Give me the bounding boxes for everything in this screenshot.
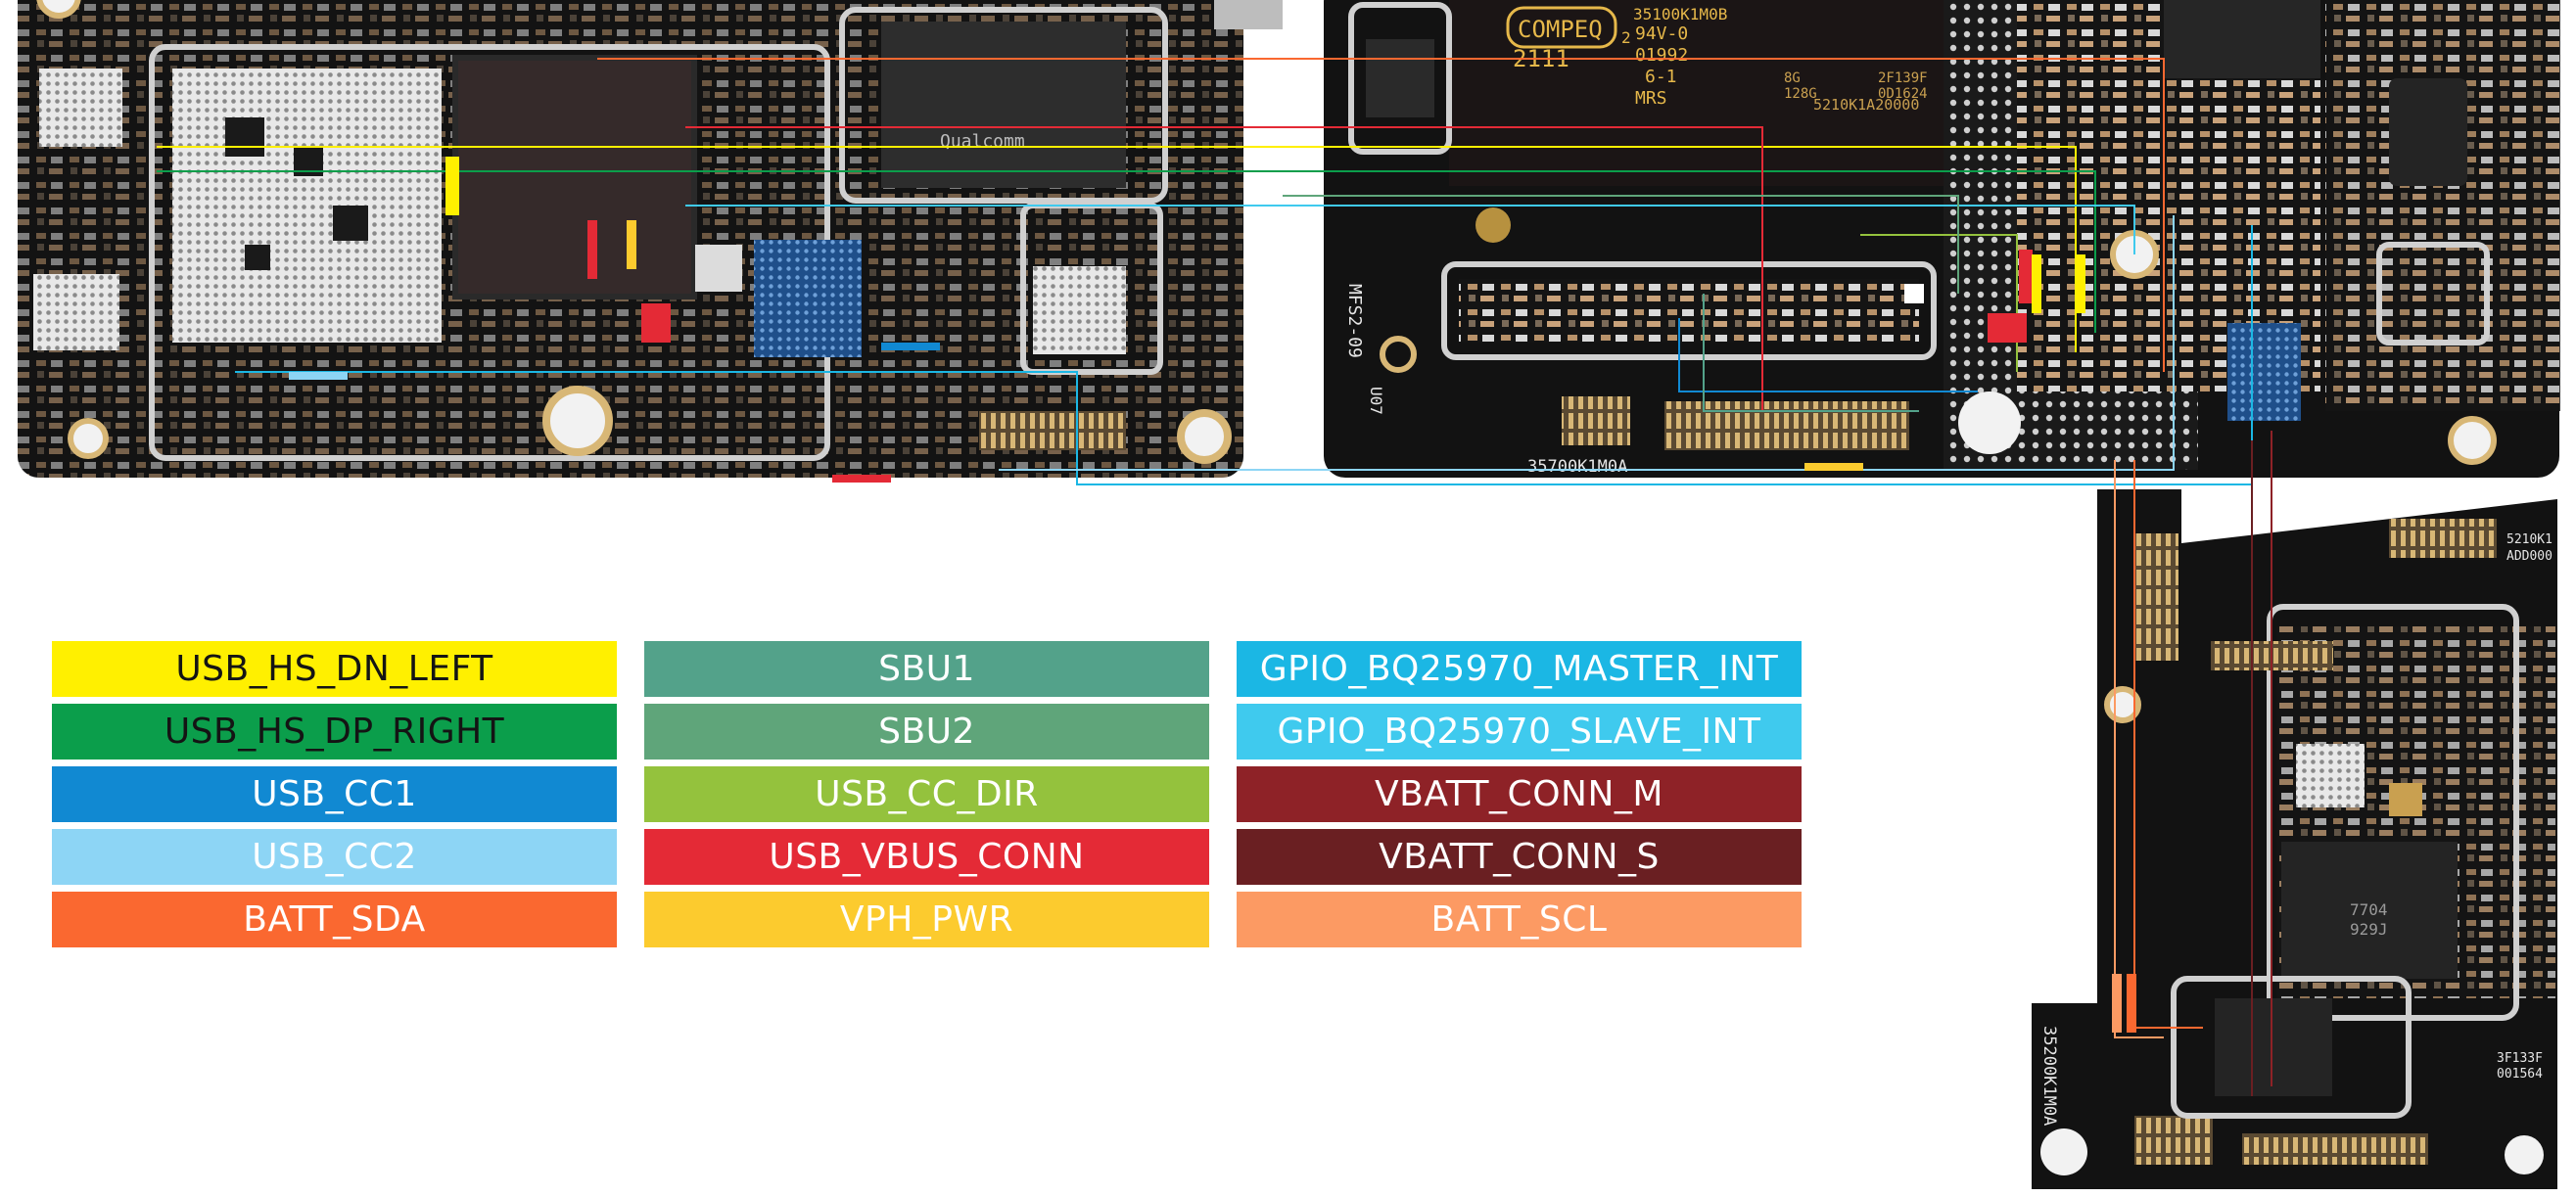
legend-item-vbatt-conn-s: VBATT_CONN_S	[1237, 829, 1802, 885]
legend-item-usb-cc2: USB_CC2	[52, 829, 617, 885]
mid-code-4: 0D1624	[1878, 86, 1928, 102]
legend-item-batt-sda: BATT_SDA	[52, 892, 617, 947]
vendor-mark: COMPEQ	[1518, 16, 1603, 43]
chip-mark-3: 929J	[2350, 920, 2388, 939]
signal-traces	[157, 58, 2272, 1096]
sub-board: 7704 929J 5210K1 ADD000 3F133F 001564 35…	[2032, 489, 2557, 1189]
mrs-mark: MRS	[1635, 88, 1667, 109]
legend-item-vbatt-conn-m: VBATT_CONN_M	[1237, 766, 1802, 822]
metal-bracket	[1214, 0, 1283, 29]
legend-item-usb-cc-dir: USB_CC_DIR	[644, 766, 1209, 822]
rating-mark: 94V-0	[1635, 23, 1688, 44]
chip-brand: Qualcomm	[940, 131, 1025, 152]
legend-item-vph-pwr: VPH_PWR	[644, 892, 1209, 947]
chip-mark-2: 7704	[2350, 900, 2388, 919]
side-mark: MFS2-09	[1344, 284, 1365, 358]
mid-code-1: 8G	[1784, 70, 1801, 86]
mid-code-2: 128G	[1784, 86, 1817, 102]
vendor-suffix: 2	[1621, 28, 1631, 47]
legend-item-usb-cc1: USB_CC1	[52, 766, 617, 822]
sub-corner-3: 3F133F	[2497, 1051, 2543, 1066]
legend-item-usb-hs-dp-right: USB_HS_DP_RIGHT	[52, 704, 617, 760]
legend-item-sbu1: SBU1	[644, 641, 1209, 697]
mid-part-alt: 5210K1A20000	[1813, 96, 1919, 114]
lot-mark: 01992	[1635, 45, 1688, 66]
side-mark-2: U07	[1367, 387, 1385, 415]
right-board: COMPEQ 2 2111 94V-0 01992 6-1 MRS 35100K…	[1324, 0, 2560, 478]
legend-item-gpio-bq25970-slave-int: GPIO_BQ25970_SLAVE_INT	[1237, 704, 1802, 760]
layer-mark: 6-1	[1645, 67, 1677, 87]
sub-corner-4: 001564	[2497, 1067, 2543, 1082]
legend-item-batt-scl: BATT_SCL	[1237, 892, 1802, 947]
sub-corner-2: ADD000	[2506, 549, 2553, 564]
legend-item-usb-vbus-conn: USB_VBUS_CONN	[644, 829, 1209, 885]
legend-item-sbu2: SBU2	[644, 704, 1209, 760]
mid-code-3: 2F139F	[1878, 70, 1928, 86]
pad-highlights	[289, 157, 2136, 1033]
mid-part-mark: 35100K1M0B	[1633, 5, 1727, 23]
bottom-part-mark: 35700K1M0A	[1527, 457, 1627, 477]
sub-part-mark: 35200K1M0A	[2039, 1026, 2059, 1126]
legend-item-usb-hs-dn-left: USB_HS_DN_LEFT	[52, 641, 617, 697]
sub-corner-1: 5210K1	[2506, 532, 2553, 547]
signal-legend: USB_HS_DN_LEFT SBU1 GPIO_BQ25970_MASTER_IN…	[52, 641, 1802, 947]
legend-item-gpio-bq25970-master-int: GPIO_BQ25970_MASTER_INT	[1237, 641, 1802, 697]
